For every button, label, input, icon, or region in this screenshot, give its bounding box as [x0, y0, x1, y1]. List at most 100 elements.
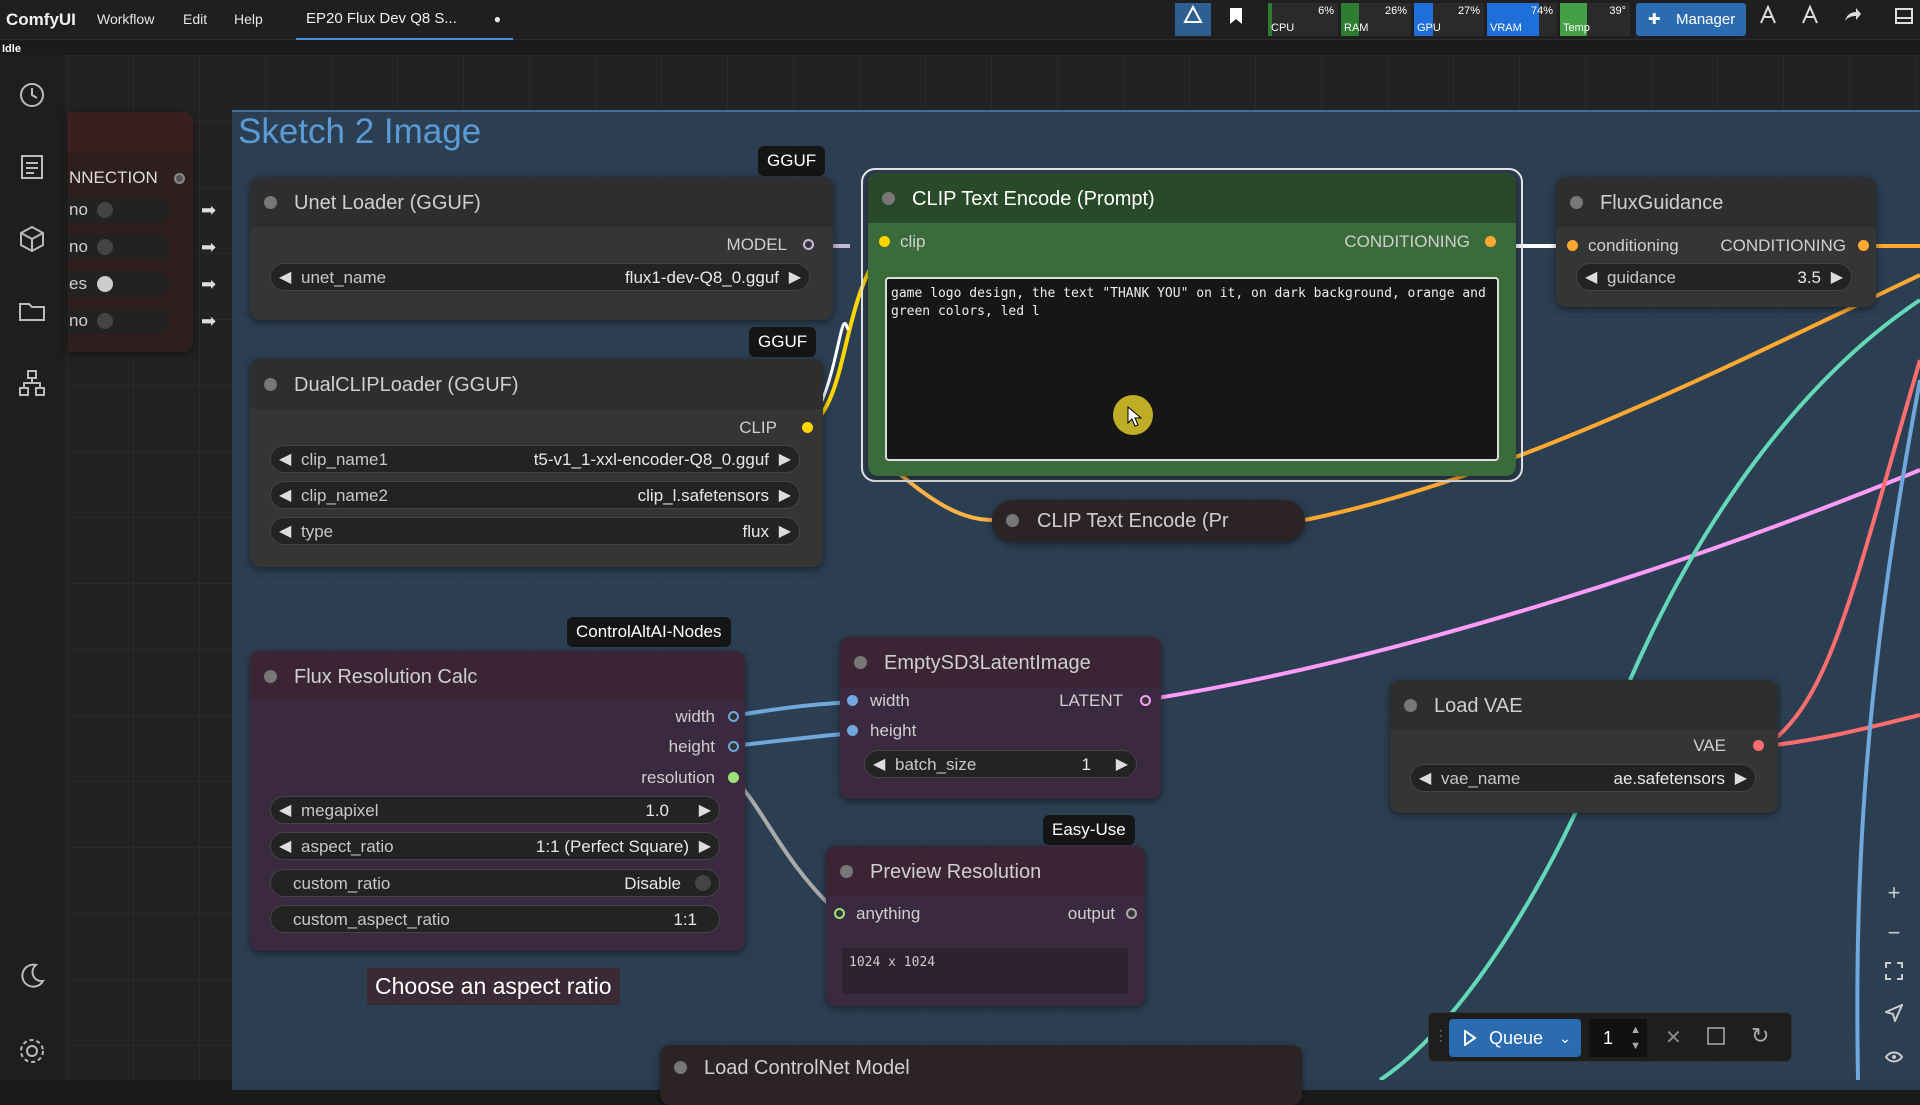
widget-clip-name1[interactable]: ◀ clip_name1 t5-v1_1-xxl-encoder-Q8_0.gg…	[270, 445, 800, 473]
app-logo[interactable]: ComfyUI	[6, 10, 76, 29]
output-slot-resolution[interactable]	[728, 772, 739, 783]
node-collapse-dot[interactable]	[264, 196, 277, 209]
panel-toggle-icon[interactable]	[1886, 3, 1920, 36]
node-collapse-dot[interactable]	[1404, 699, 1417, 712]
increment-arrow-icon[interactable]: ▶	[1734, 770, 1747, 787]
partial-connection-node[interactable]: NNECTION no no es no ➡ ➡ ➡ ➡	[67, 112, 216, 352]
increment-arrow-icon[interactable]: ▶	[778, 523, 791, 540]
workflow-tree-icon[interactable]	[16, 367, 48, 399]
node-unet-loader[interactable]: Unet Loader (GGUF) MODEL ◀ unet_name flu…	[250, 177, 833, 320]
node-collapse-dot[interactable]	[840, 865, 853, 878]
increment-arrow-icon[interactable]: ▶	[778, 487, 791, 504]
node-collapse-dot[interactable]	[264, 378, 277, 391]
node-header[interactable]: Preview Resolution	[826, 846, 1145, 896]
partial-node-output[interactable]	[174, 173, 185, 184]
toggle-row-2[interactable]: no	[67, 234, 170, 260]
toggle-row-2-knob[interactable]	[97, 239, 113, 255]
output-slot-output[interactable]	[1126, 908, 1137, 919]
output-slot-latent[interactable]	[1140, 695, 1151, 706]
comfy-icon-1[interactable]	[1750, 3, 1786, 36]
input-slot-conditioning[interactable]	[1567, 240, 1578, 251]
widget-clip-name2[interactable]: ◀ clip_name2 clip_l.safetensors ▶	[270, 481, 800, 509]
refresh-icon[interactable]: ↻	[1751, 1023, 1770, 1048]
queue-list-icon[interactable]	[16, 151, 48, 183]
increment-arrow-icon[interactable]: ▶	[1115, 756, 1128, 773]
node-load-vae[interactable]: Load VAE VAE ◀ vae_name ae.safetensors ▶	[1390, 680, 1778, 813]
increment-arrow-icon[interactable]: ▶	[698, 802, 711, 819]
bookmark-icon[interactable]	[1218, 3, 1254, 36]
toggle-knob[interactable]	[695, 875, 711, 891]
folder-icon[interactable]	[16, 295, 48, 327]
queue-button[interactable]: Queue ⌄	[1449, 1019, 1581, 1057]
widget-custom-ratio[interactable]: custom_ratio Disable	[270, 869, 720, 897]
output-slot-clip[interactable]	[802, 422, 813, 433]
output-slot-conditioning[interactable]	[1485, 236, 1496, 247]
widget-batch-size[interactable]: ◀ batch_size 1 ▶	[864, 750, 1137, 778]
decrement-arrow-icon[interactable]: ◀	[1585, 269, 1598, 286]
share-icon[interactable]	[1834, 3, 1870, 36]
node-collapse-dot[interactable]	[264, 670, 277, 683]
arrow-icon-3[interactable]: ➡	[201, 274, 217, 294]
manager-button[interactable]: ✚ Manager	[1636, 3, 1746, 36]
arrow-icon-4[interactable]: ➡	[201, 311, 217, 331]
node-collapse-dot[interactable]	[1006, 514, 1019, 527]
toggle-row-4-knob[interactable]	[97, 313, 113, 329]
history-icon[interactable]	[16, 79, 48, 111]
queue-count-input[interactable]: 1 ▲ ▼	[1589, 1019, 1647, 1057]
node-preview-resolution[interactable]: Preview Resolution anything output 1024 …	[826, 846, 1145, 1006]
zoom-out-icon[interactable]: −	[1887, 920, 1901, 945]
cancel-x-icon[interactable]: ✕	[1665, 1027, 1682, 1049]
node-header[interactable]: EmptySD3LatentImage	[840, 637, 1161, 687]
settings-gear-icon[interactable]	[16, 1035, 48, 1067]
visibility-eye-icon[interactable]	[1880, 1044, 1908, 1072]
decrement-arrow-icon[interactable]: ◀	[279, 838, 292, 855]
output-slot-width[interactable]	[728, 711, 739, 722]
toggle-row-1[interactable]: no	[67, 197, 170, 223]
increment-icon[interactable]: ▲	[1630, 1024, 1641, 1036]
fit-view-icon[interactable]	[1880, 960, 1908, 988]
decrement-arrow-icon[interactable]: ◀	[279, 802, 292, 819]
decrement-arrow-icon[interactable]: ◀	[1419, 770, 1432, 787]
toggle-row-3[interactable]: es	[67, 271, 170, 297]
widget-megapixel[interactable]: ◀ megapixel 1.0 ▶	[270, 796, 720, 824]
output-slot-vae[interactable]	[1753, 740, 1764, 751]
node-clip-text-encode-2[interactable]: CLIP Text Encode (Pr	[992, 500, 1305, 542]
input-slot-anything[interactable]	[834, 908, 845, 919]
input-slot-height[interactable]	[847, 725, 858, 736]
arrow-icon-2[interactable]: ➡	[201, 237, 217, 257]
node-clip-text-encode[interactable]: CLIP Text Encode (Prompt) clip CONDITION…	[868, 173, 1516, 476]
node-collapse-dot[interactable]	[674, 1061, 687, 1074]
widget-vae-name[interactable]: ◀ vae_name ae.safetensors ▶	[1410, 764, 1756, 792]
toggle-row-4[interactable]: no	[67, 308, 170, 334]
node-header[interactable]: FluxGuidance	[1556, 177, 1876, 227]
widget-aspect-ratio[interactable]: ◀ aspect_ratio 1:1 (Perfect Square) ▶	[270, 832, 720, 860]
input-slot-clip[interactable]	[879, 236, 890, 247]
node-collapse-dot[interactable]	[882, 192, 895, 205]
increment-arrow-icon[interactable]: ▶	[788, 269, 801, 286]
widget-guidance[interactable]: ◀ guidance 3.5 ▶	[1576, 263, 1852, 291]
node-header[interactable]: CLIP Text Encode (Prompt)	[868, 173, 1516, 223]
toggle-row-3-knob[interactable]	[97, 276, 113, 292]
prompt-textarea[interactable]: game logo design, the text "THANK YOU" o…	[885, 277, 1499, 461]
pointer-mode-icon[interactable]	[1880, 1002, 1908, 1030]
stop-square-icon[interactable]	[1707, 1027, 1725, 1045]
output-slot-conditioning[interactable]	[1858, 240, 1869, 251]
increment-arrow-icon[interactable]: ▶	[1830, 269, 1843, 286]
node-flux-resolution-calc[interactable]: Flux Resolution Calc width height resolu…	[250, 651, 745, 951]
theme-moon-icon[interactable]	[16, 960, 48, 992]
comfy-icon-2[interactable]	[1792, 3, 1828, 36]
decrement-arrow-icon[interactable]: ◀	[279, 451, 292, 468]
node-load-controlnet[interactable]: Load ControlNet Model	[660, 1045, 1302, 1105]
zoom-in-icon[interactable]: +	[1887, 880, 1901, 905]
node-dualclip-loader[interactable]: DualCLIPLoader (GGUF) CLIP ◀ clip_name1 …	[250, 359, 823, 567]
increment-arrow-icon[interactable]: ▶	[698, 838, 711, 855]
increment-arrow-icon[interactable]: ▶	[778, 451, 791, 468]
drag-handle-icon[interactable]: ⋮	[1434, 1027, 1448, 1043]
node-flux-guidance[interactable]: FluxGuidance conditioning CONDITIONING ◀…	[1556, 177, 1876, 307]
widget-custom-aspect-ratio[interactable]: custom_aspect_ratio 1:1	[270, 905, 720, 933]
menu-edit[interactable]: Edit	[183, 11, 208, 27]
node-collapse-dot[interactable]	[1570, 196, 1583, 209]
toggle-row-1-knob[interactable]	[97, 202, 113, 218]
arrow-icon-1[interactable]: ➡	[201, 200, 217, 220]
decrement-arrow-icon[interactable]: ◀	[279, 269, 292, 286]
